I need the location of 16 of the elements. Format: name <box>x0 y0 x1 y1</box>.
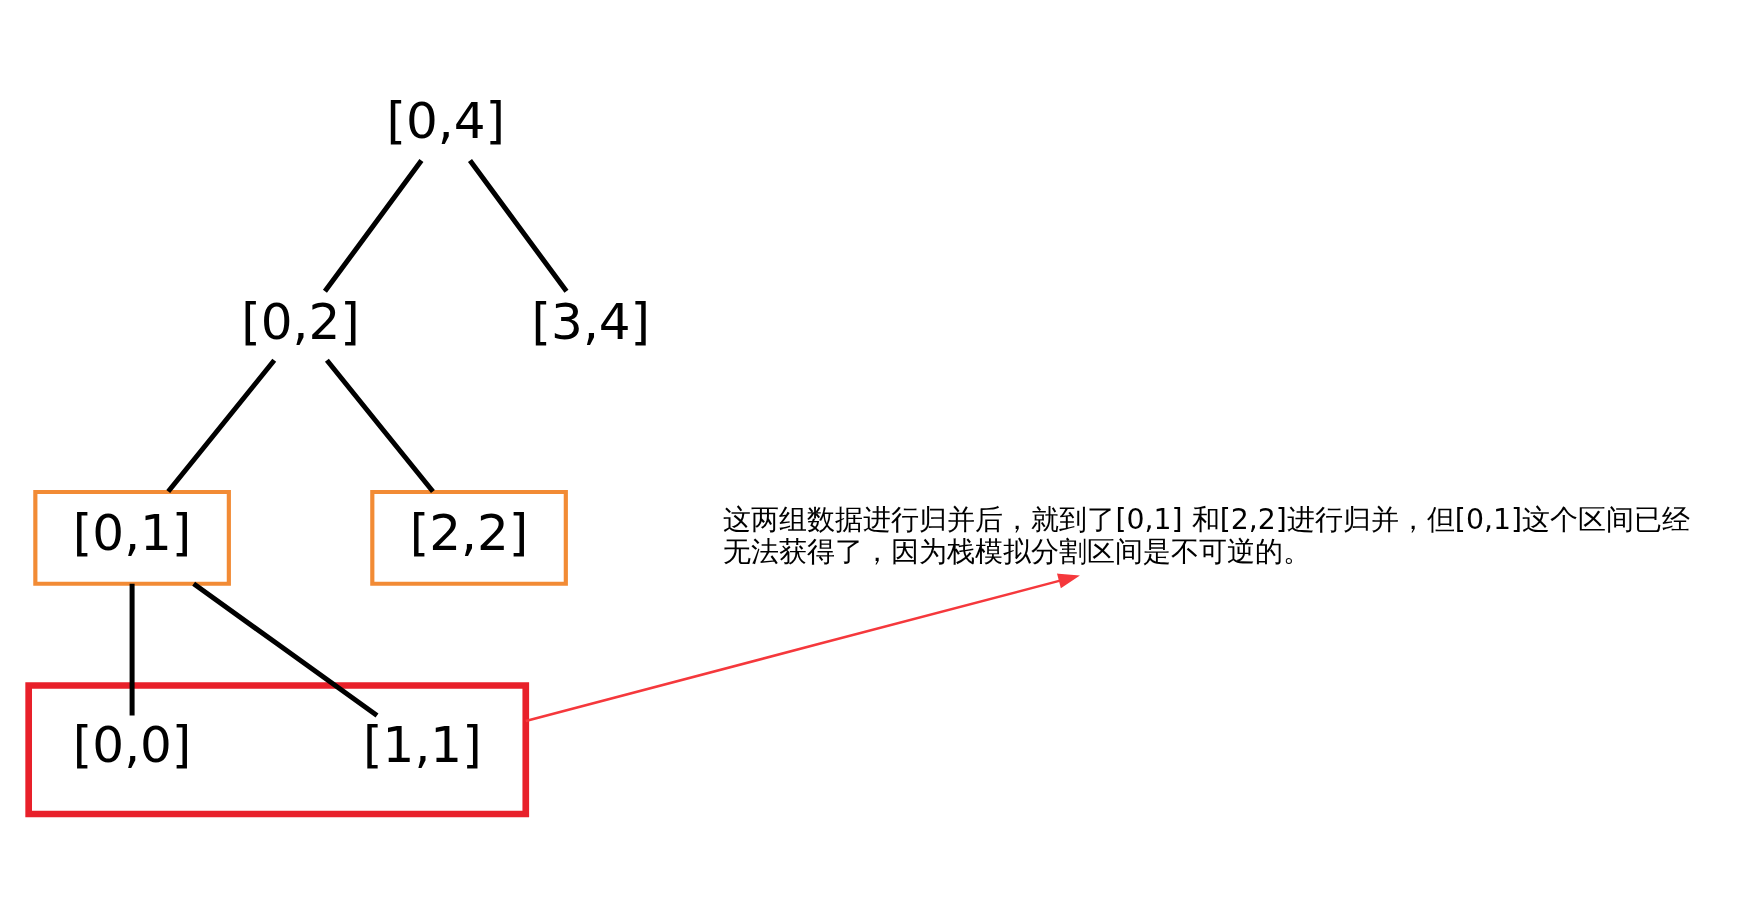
connector <box>166 358 277 494</box>
connector <box>192 581 379 718</box>
connector <box>129 583 135 716</box>
node-text: [0,2] <box>241 292 360 351</box>
node-text: [3,4] <box>531 292 651 351</box>
node-text: [0,0] <box>72 716 192 775</box>
node-text: [1,1] <box>363 716 482 775</box>
cluster <box>25 682 530 818</box>
arrow <box>525 573 1080 723</box>
node-box: [0,1] <box>33 489 231 586</box>
connector <box>467 159 569 293</box>
connector <box>322 159 424 293</box>
node-box: [2,2] <box>370 489 568 586</box>
node-text: 这两组数据进行归并后，就到了[0,1] 和[2,2]进行归并，但[0,1]这个区间已经无法获得了，因为栈模拟分割区间是不可逆的。 <box>723 502 1691 568</box>
node-text: [0,4] <box>386 92 506 151</box>
connector <box>324 358 435 494</box>
